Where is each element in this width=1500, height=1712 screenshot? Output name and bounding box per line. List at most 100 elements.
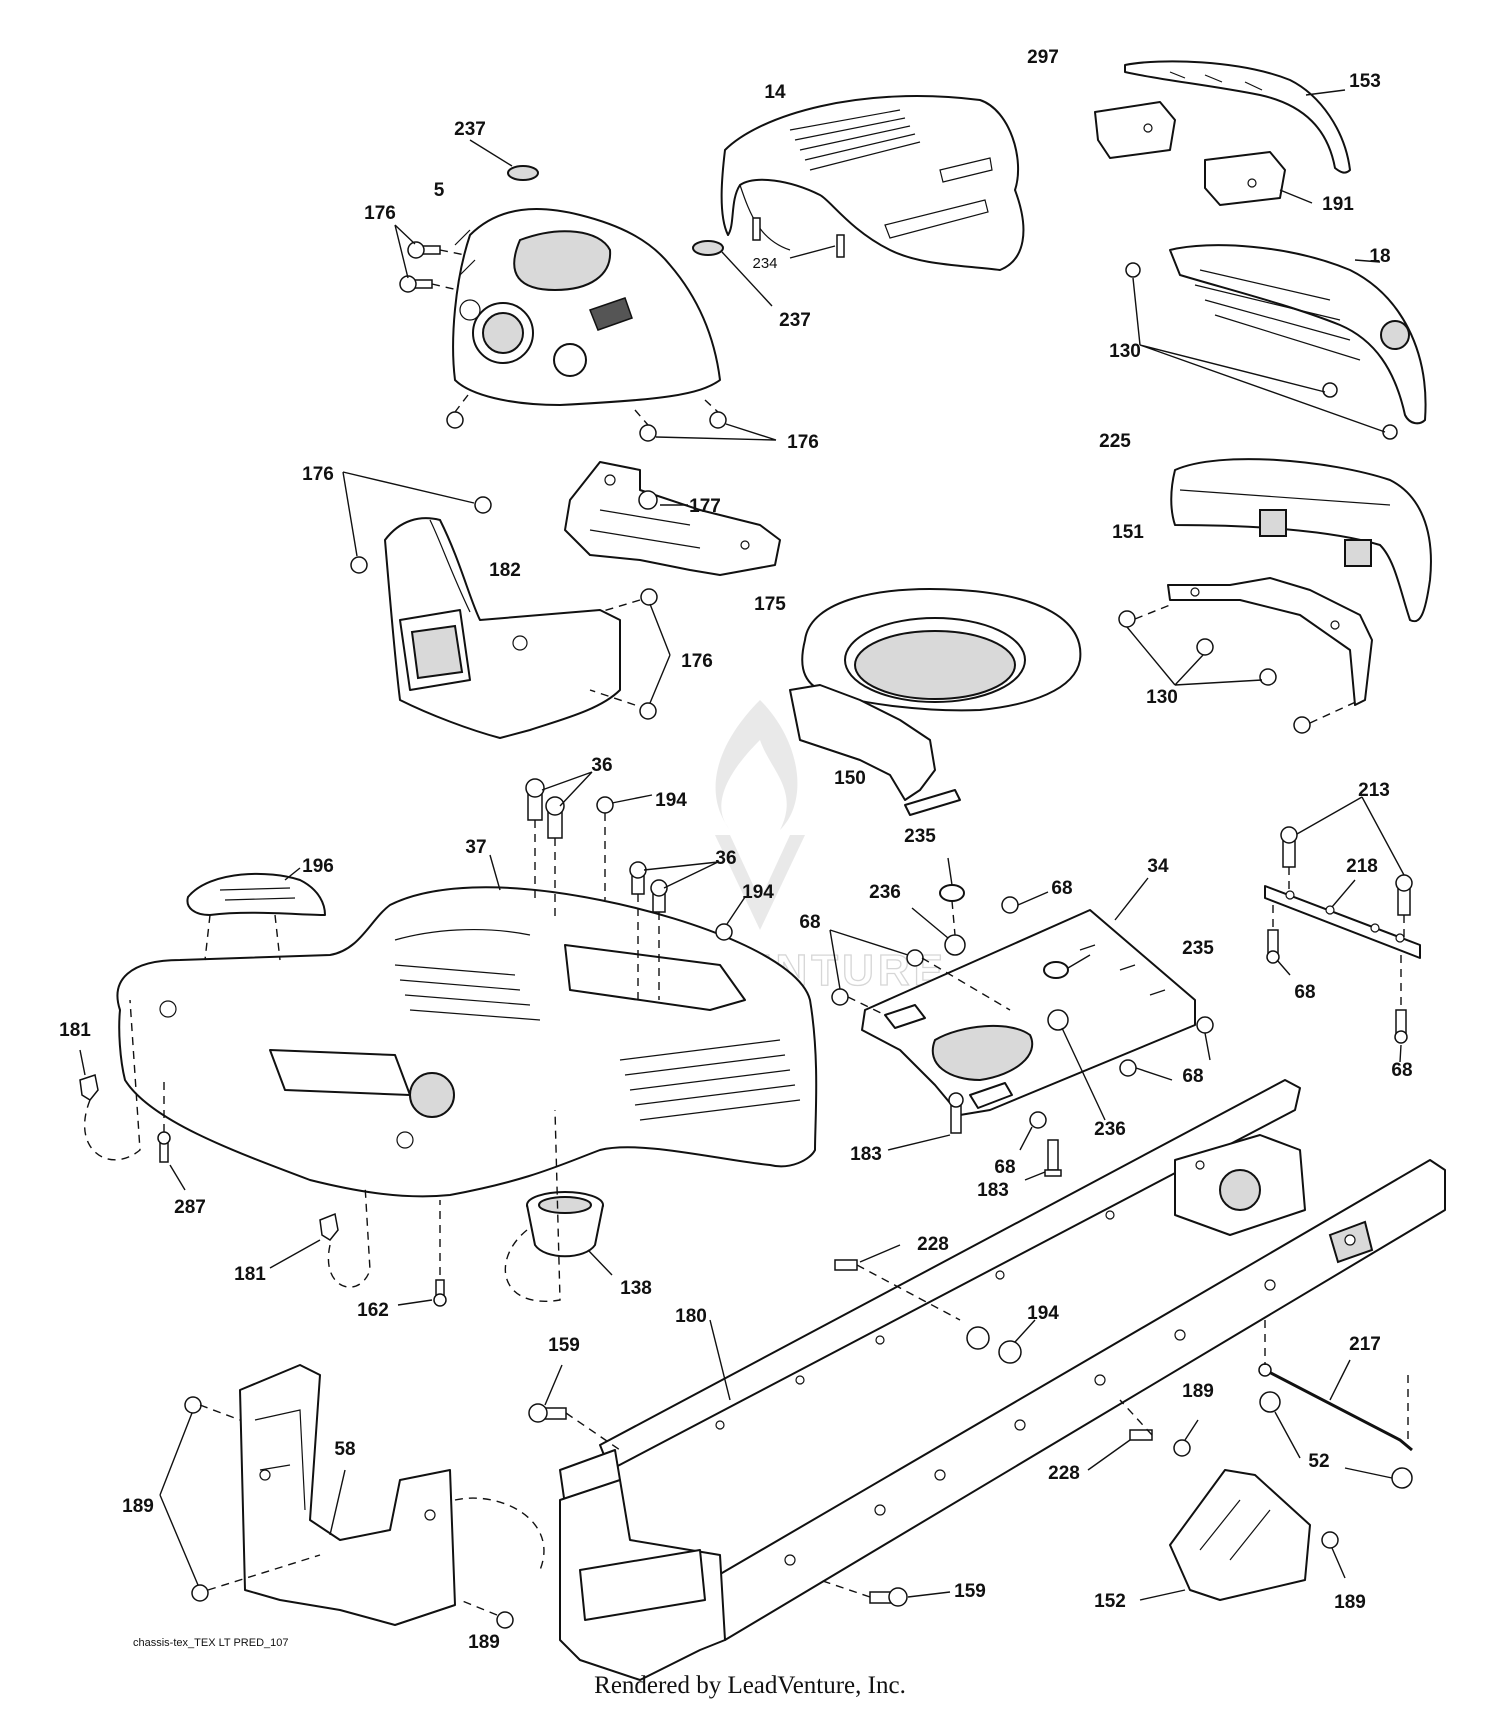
part-217-rod[interactable] <box>1258 1320 1413 1452</box>
callout-68: 68 <box>1051 878 1072 899</box>
callout-217: 217 <box>1349 1334 1381 1355</box>
callout-194: 194 <box>742 882 774 903</box>
callout-228: 228 <box>917 1234 949 1255</box>
callout-196: 196 <box>302 856 334 877</box>
part-181-clip-lower[interactable] <box>269 1184 371 1288</box>
part-234-pins[interactable] <box>752 217 845 259</box>
callout-150: 150 <box>834 768 866 789</box>
callout-177: 177 <box>689 496 721 517</box>
part-287-screw[interactable] <box>157 1080 186 1191</box>
part-183-bolts[interactable] <box>887 1092 1062 1181</box>
callout-225: 225 <box>1099 431 1131 452</box>
callout-5: 5 <box>434 180 445 201</box>
callout-297: 297 <box>1027 47 1059 68</box>
callout-176: 176 <box>302 464 334 485</box>
callout-176: 176 <box>681 651 713 672</box>
callout-237: 237 <box>454 119 486 140</box>
part-153-trim[interactable] <box>1124 60 1351 174</box>
part-297-insert[interactable] <box>1094 101 1176 159</box>
callout-287: 287 <box>174 1197 206 1218</box>
callout-180: 180 <box>675 1306 707 1327</box>
part-196-plate[interactable] <box>186 867 326 961</box>
part-225-bumper[interactable] <box>1170 458 1432 623</box>
callout-183: 183 <box>977 1180 1009 1201</box>
part-189-screws-right[interactable] <box>1173 1419 1346 1579</box>
part-151-bracket[interactable] <box>1167 577 1373 706</box>
callout-159: 159 <box>548 1335 580 1356</box>
callout-162: 162 <box>357 1300 389 1321</box>
part-176-fasteners-upper[interactable] <box>394 224 466 293</box>
callout-228: 228 <box>1048 1463 1080 1484</box>
part-237-cap-upper[interactable] <box>469 139 539 181</box>
part-176-fasteners-lower[interactable] <box>446 394 777 442</box>
part-228-pins[interactable] <box>834 1244 1153 1471</box>
part-176-fasteners-mid[interactable] <box>342 471 671 720</box>
callout-130: 130 <box>1109 341 1141 362</box>
callout-191: 191 <box>1322 194 1354 215</box>
callout-189: 189 <box>1334 1592 1366 1613</box>
callout-213: 213 <box>1358 780 1390 801</box>
part-14-hood[interactable] <box>720 95 1025 271</box>
part-177-nut[interactable] <box>638 490 688 510</box>
part-180-frame[interactable] <box>559 1079 1446 1681</box>
frame-holes <box>715 1160 1356 1566</box>
callout-194: 194 <box>655 790 687 811</box>
part-175-bracket[interactable] <box>564 461 781 576</box>
part-152-cover[interactable] <box>1139 1469 1311 1601</box>
part-68-bolts[interactable] <box>829 891 1214 1151</box>
part-34-engine-plate[interactable] <box>861 877 1196 1116</box>
part-182-lower-dash[interactable] <box>384 517 621 739</box>
callout-152: 152 <box>1094 1591 1126 1612</box>
part-159-bolts[interactable] <box>528 1364 951 1607</box>
callout-176: 176 <box>364 203 396 224</box>
part-213-bolts[interactable] <box>1280 796 1413 940</box>
callout-182: 182 <box>489 560 521 581</box>
callout-58: 58 <box>334 1439 355 1460</box>
part-181-clip-left[interactable] <box>79 999 141 1161</box>
part-194-nuts-upper[interactable] <box>596 794 746 941</box>
callout-151: 151 <box>1112 522 1144 543</box>
part-37-fender[interactable] <box>116 854 818 1198</box>
part-235-spacers[interactable] <box>939 857 1091 979</box>
callout-175: 175 <box>754 594 786 615</box>
callout-labels: 237 14 297 153 176 5 234 237 191 18 130 … <box>59 47 1412 1653</box>
part-237-cap-lower[interactable] <box>692 240 773 307</box>
part-194-nuts-lower[interactable] <box>966 1319 1036 1364</box>
callout-176: 176 <box>787 432 819 453</box>
part-130-screws-upper[interactable] <box>1125 262 1398 440</box>
callout-194: 194 <box>1027 1303 1059 1324</box>
part-150-shroud[interactable] <box>789 588 1082 816</box>
footer-credit: Rendered by LeadVenture, Inc. <box>594 1672 906 1699</box>
part-18-grille[interactable] <box>1169 244 1427 425</box>
callout-36: 36 <box>715 848 736 869</box>
callout-130: 130 <box>1146 687 1178 708</box>
callout-235: 235 <box>904 826 936 847</box>
callout-68: 68 <box>1182 1066 1203 1087</box>
callout-68: 68 <box>994 1157 1015 1178</box>
callout-159: 159 <box>954 1581 986 1602</box>
callout-189: 189 <box>122 1496 154 1517</box>
callout-237: 237 <box>779 310 811 331</box>
part-5-dash-panel[interactable] <box>452 208 721 406</box>
callout-236: 236 <box>1094 1119 1126 1140</box>
part-36-bolts[interactable] <box>525 771 719 1000</box>
callout-36: 36 <box>591 755 612 776</box>
part-189-screws-left[interactable] <box>159 1396 514 1629</box>
callout-34: 34 <box>1147 856 1169 877</box>
part-138-grommet[interactable] <box>504 1109 613 1302</box>
part-236-washers[interactable] <box>911 900 1106 1121</box>
part-191-insert[interactable] <box>1204 151 1313 206</box>
part-218-bar[interactable] <box>1264 879 1421 959</box>
part-52-nuts[interactable] <box>1259 1391 1413 1489</box>
part-162-screw[interactable] <box>397 1200 447 1307</box>
callout-37: 37 <box>465 837 486 858</box>
callout-52: 52 <box>1308 1451 1329 1472</box>
callout-236: 236 <box>869 882 901 903</box>
callout-189: 189 <box>1182 1381 1214 1402</box>
part-58-bracket[interactable] <box>239 1364 545 1626</box>
part-68-bolts-right[interactable] <box>1266 905 1408 1063</box>
callout-183: 183 <box>850 1144 882 1165</box>
callout-189: 189 <box>468 1632 500 1653</box>
part-130-screws-lower[interactable] <box>1118 604 1361 734</box>
